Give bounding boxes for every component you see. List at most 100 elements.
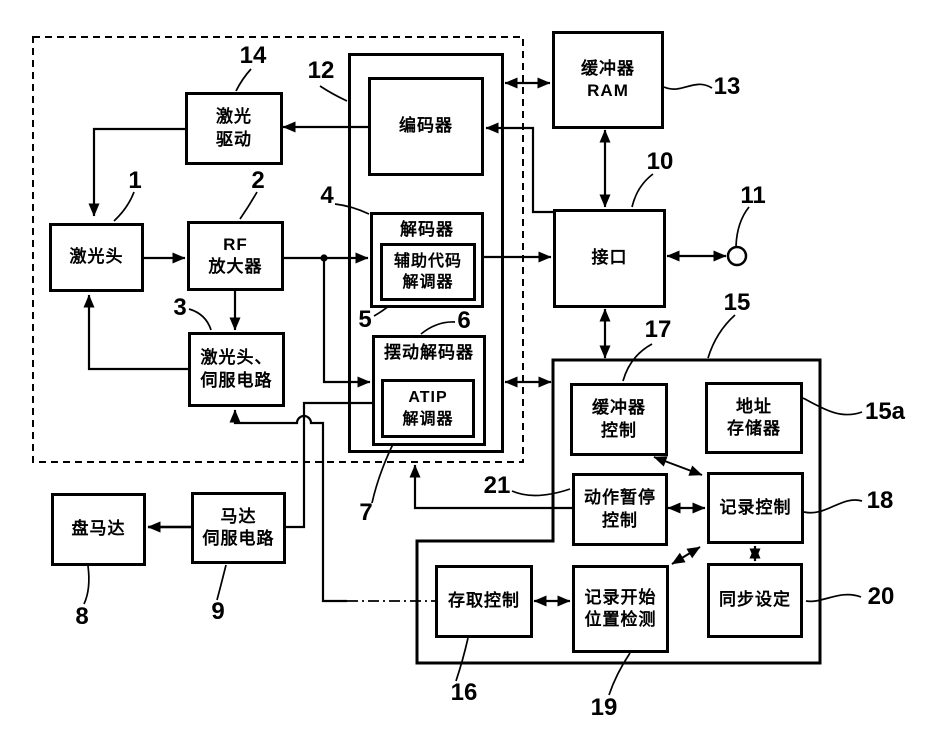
ref-label-20: 20: [867, 583, 895, 610]
block-label: RAM: [587, 81, 629, 100]
leader-ref-13: [663, 83, 713, 90]
wire-pickup-servo-to-laser-head: [83, 294, 188, 371]
leader-ref-6: [420, 321, 456, 335]
ref-label-15a: 15a: [864, 398, 906, 425]
block-label: 位置检测: [584, 610, 657, 629]
leader-ref-17: [622, 343, 653, 382]
leader-ref-3: [188, 308, 212, 331]
block-label: 记录开始: [584, 587, 657, 607]
ref-label-8: 8: [75, 603, 89, 630]
ref-label-7: 7: [359, 499, 373, 526]
leader-ref-1: [113, 191, 135, 222]
ref-label-15: 15: [723, 289, 751, 316]
block-label: 激光头: [69, 247, 124, 267]
block-label: 控制: [601, 420, 637, 440]
wire-rf-amp-to-wobble-decoder: [322, 258, 371, 388]
block-label: 伺服电路: [202, 529, 275, 548]
leader-ref-4: [334, 203, 370, 215]
block-pickup-servo: 激光头、 伺服电路: [188, 332, 285, 407]
io-terminal-circle: [726, 245, 748, 267]
leader-ref-2: [239, 191, 258, 220]
block-label: 解调器: [402, 410, 454, 428]
ref-label-21: 21: [483, 472, 511, 499]
block-buffer-ram: 缓冲器 RAM: [552, 31, 664, 129]
wire-interface-to-encoder: [485, 122, 553, 214]
ref-label-10: 10: [646, 148, 674, 175]
block-label: 接口: [591, 248, 628, 268]
leader-ref-19: [608, 652, 631, 696]
wire-buffer-control-record-control: [653, 456, 703, 476]
wire-access-control-to-pickup-servo: [229, 409, 347, 603]
block-label: 控制: [602, 510, 638, 530]
leader-ref-12: [319, 85, 348, 102]
block-disc-motor: 盘马达: [51, 493, 146, 566]
ref-label-14: 14: [239, 42, 267, 69]
block-controller: [415, 358, 822, 665]
block-label: 存取控制: [448, 591, 520, 611]
leader-ref-10: [631, 173, 654, 208]
block-label: 盘马达: [71, 519, 126, 539]
block-label: 同步设定: [719, 590, 791, 610]
ref-label-16: 16: [450, 679, 478, 706]
block-label: 缓冲器: [592, 398, 646, 418]
wire-laser-drive-to-laser-head: [88, 127, 185, 217]
ref-label-3: 3: [173, 294, 187, 321]
block-sync-setting: 同步设定: [707, 563, 803, 638]
block-label: 地址: [736, 396, 772, 416]
leader-ref-18: [803, 499, 863, 514]
block-pause-control: 动作暂停 控制: [572, 473, 668, 546]
ref-label-1: 1: [128, 167, 142, 194]
leader-ref-21: [511, 488, 571, 497]
block-record-control: 记录控制: [707, 472, 804, 544]
ref-label-17: 17: [644, 316, 672, 343]
block-label: 编码器: [399, 116, 453, 136]
block-aux-code-demodulator: 辅助代码 解调器: [380, 243, 476, 301]
block-label: RF: [223, 234, 248, 254]
block-laser-head: 激光头: [49, 223, 144, 292]
ref-label-18: 18: [866, 487, 894, 514]
block-encoder: 编码器: [368, 77, 484, 176]
leader-ref-11: [735, 206, 750, 247]
block-access-control: 存取控制: [435, 565, 533, 638]
ref-label-19: 19: [590, 694, 618, 721]
block-label: 存储器: [727, 419, 781, 438]
ref-label-6: 6: [457, 307, 471, 334]
block-label: 激光头、: [200, 348, 273, 368]
leader-ref-16: [455, 637, 469, 682]
leader-ref-20: [805, 593, 862, 603]
ref-label-12: 12: [307, 57, 335, 84]
block-record-start-position-detect: 记录开始 位置检测: [572, 565, 669, 653]
block-label: 伺服电路: [200, 370, 273, 390]
block-atip-demodulator: ATIP 解调器: [381, 379, 475, 438]
leader-ref-15a: [802, 397, 863, 416]
dashed-recorder-outline: [32, 36, 524, 463]
block-label: 摆动解码器: [384, 343, 474, 362]
block-buffer-control: 缓冲器 控制: [570, 383, 668, 456]
block-rf-amplifier: RF 放大器: [187, 221, 284, 291]
wire-pause-control-to-recorder-section: [409, 464, 572, 510]
block-label: 放大器: [208, 257, 263, 276]
block-laser-drive: 激光 驱动: [185, 92, 283, 165]
block-label: 激光: [216, 107, 252, 127]
leader-ref-15: [707, 314, 736, 359]
block-label: 驱动: [216, 129, 252, 149]
ref-label-4: 4: [320, 182, 334, 209]
block-encode-decode-unit: [348, 53, 504, 453]
ref-label-13: 13: [713, 73, 741, 100]
ref-label-11: 11: [740, 182, 766, 209]
leader-ref-14: [235, 68, 252, 92]
block-label: 解调器: [402, 274, 454, 291]
leader-ref-8: [83, 565, 90, 605]
block-label: 解码器: [400, 220, 454, 239]
block-label: 动作暂停: [584, 488, 656, 508]
block-address-memory: 地址 存储器: [705, 382, 803, 454]
block-label: 辅助代码: [393, 252, 462, 270]
block-label: ATIP: [408, 389, 448, 407]
block-label: 记录控制: [719, 497, 792, 517]
wire-record-control-record-start-detect: [671, 546, 701, 565]
block-interface: 接口: [553, 209, 666, 308]
block-motor-servo: 马达 伺服电路: [191, 492, 286, 564]
ref-label-9: 9: [211, 598, 225, 625]
